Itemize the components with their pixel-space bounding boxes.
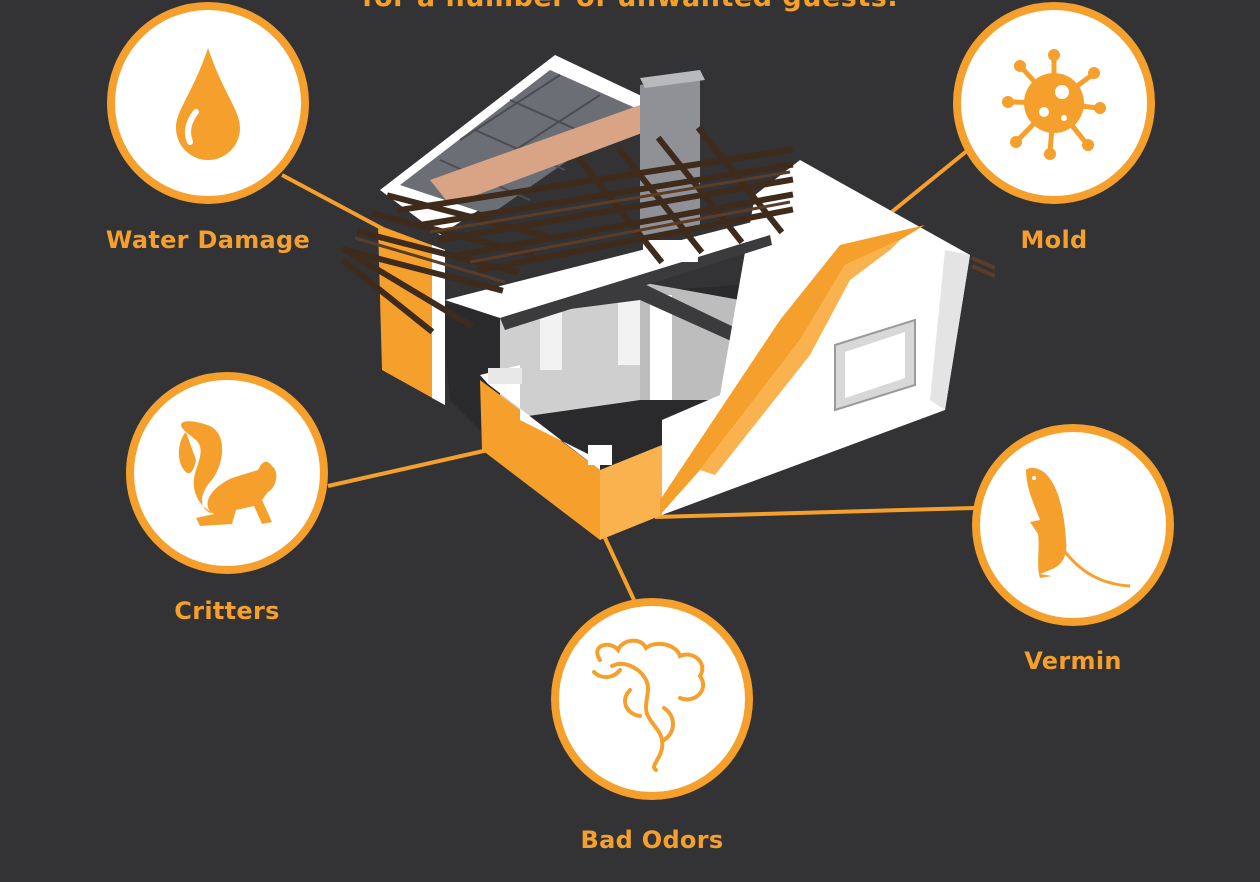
mold-spore-icon — [1002, 49, 1106, 160]
squirrel-icon — [178, 421, 277, 526]
label-critters: Critters — [174, 597, 280, 625]
hazard-mold — [953, 2, 1155, 204]
connector-vermin — [654, 506, 975, 519]
hazard-vermin — [972, 424, 1174, 626]
hazard-critters — [126, 372, 328, 574]
hazard-water-damage — [107, 2, 309, 204]
odor-smoke-icon — [592, 638, 706, 772]
water-drop-icon — [176, 48, 240, 160]
label-water-damage: Water Damage — [105, 226, 311, 254]
label-mold: Mold — [1020, 226, 1088, 254]
label-vermin: Vermin — [1024, 647, 1122, 675]
rat-icon — [1026, 467, 1131, 588]
house-cutaway-illustration — [340, 55, 996, 540]
label-bad-odors: Bad Odors — [580, 826, 724, 854]
connector-critters — [327, 448, 489, 488]
connector-bad-odors — [603, 537, 636, 601]
intro-text: for a number of unwanted guests. — [0, 0, 1260, 13]
hazard-bad-odors — [551, 598, 753, 800]
